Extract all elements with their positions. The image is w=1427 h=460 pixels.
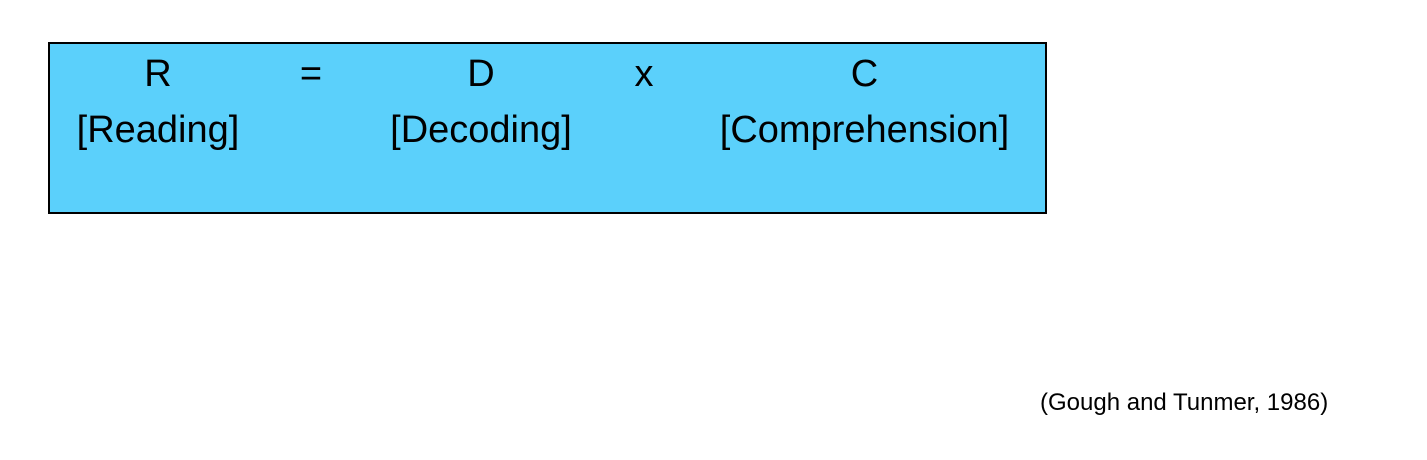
- simple-view-of-reading-formula: R [Reading] = D [Decoding] x C [Comprehe…: [48, 42, 1047, 214]
- comprehension-term: [Comprehension]: [719, 109, 1010, 151]
- decoding-column: D [Decoding]: [356, 44, 606, 212]
- times-operator: x: [634, 53, 654, 95]
- comprehension-symbol: C: [850, 53, 879, 95]
- equals-column: =: [266, 44, 356, 212]
- times-column: x: [606, 44, 682, 212]
- reading-symbol: R: [144, 53, 172, 95]
- equals-operator: =: [299, 53, 323, 95]
- citation: (Gough and Tunmer, 1986): [1040, 389, 1329, 416]
- decoding-symbol: D: [467, 53, 495, 95]
- reading-column: R [Reading]: [50, 44, 266, 212]
- comprehension-column: C [Comprehension]: [682, 44, 1047, 212]
- decoding-term: [Decoding]: [390, 109, 572, 151]
- reading-term: [Reading]: [76, 109, 240, 151]
